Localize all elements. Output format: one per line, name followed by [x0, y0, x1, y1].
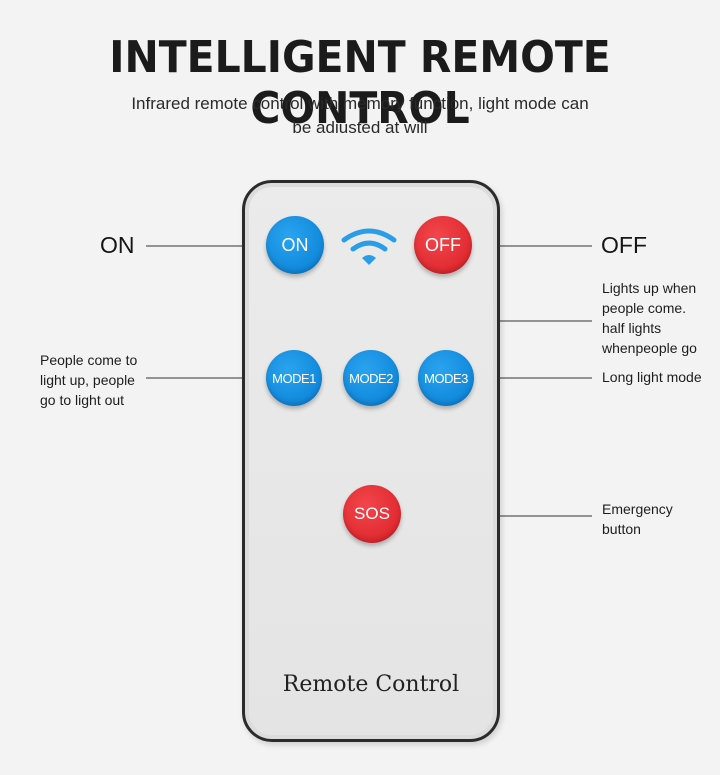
on-button[interactable]: ON: [266, 216, 324, 274]
mode2-button[interactable]: MODE2: [343, 350, 399, 406]
remote-control-body: [242, 180, 500, 742]
remote-label: Remote Control: [282, 672, 460, 697]
mode1-callout-label: People come to light up, people go to li…: [40, 352, 138, 408]
mode3-button[interactable]: MODE3: [418, 350, 474, 406]
mode3-callout-label: Long light mode: [602, 369, 702, 385]
page-subtitle: Infrared remote control with memory func…: [131, 94, 589, 137]
off-button[interactable]: OFF: [414, 216, 472, 274]
sos-button[interactable]: SOS: [343, 485, 401, 543]
page-title: INTELLIGENT REMOTE CONTROL: [109, 32, 611, 134]
wifi-signal-icon: [341, 228, 397, 265]
on-callout-label: ON: [100, 232, 135, 258]
off-callout-label: OFF: [601, 232, 647, 258]
sos-callout-label: Emergency button: [602, 501, 673, 537]
mode2-callout-label: Lights up when people come. half lights …: [602, 280, 697, 356]
mode1-button[interactable]: MODE1: [266, 350, 322, 406]
